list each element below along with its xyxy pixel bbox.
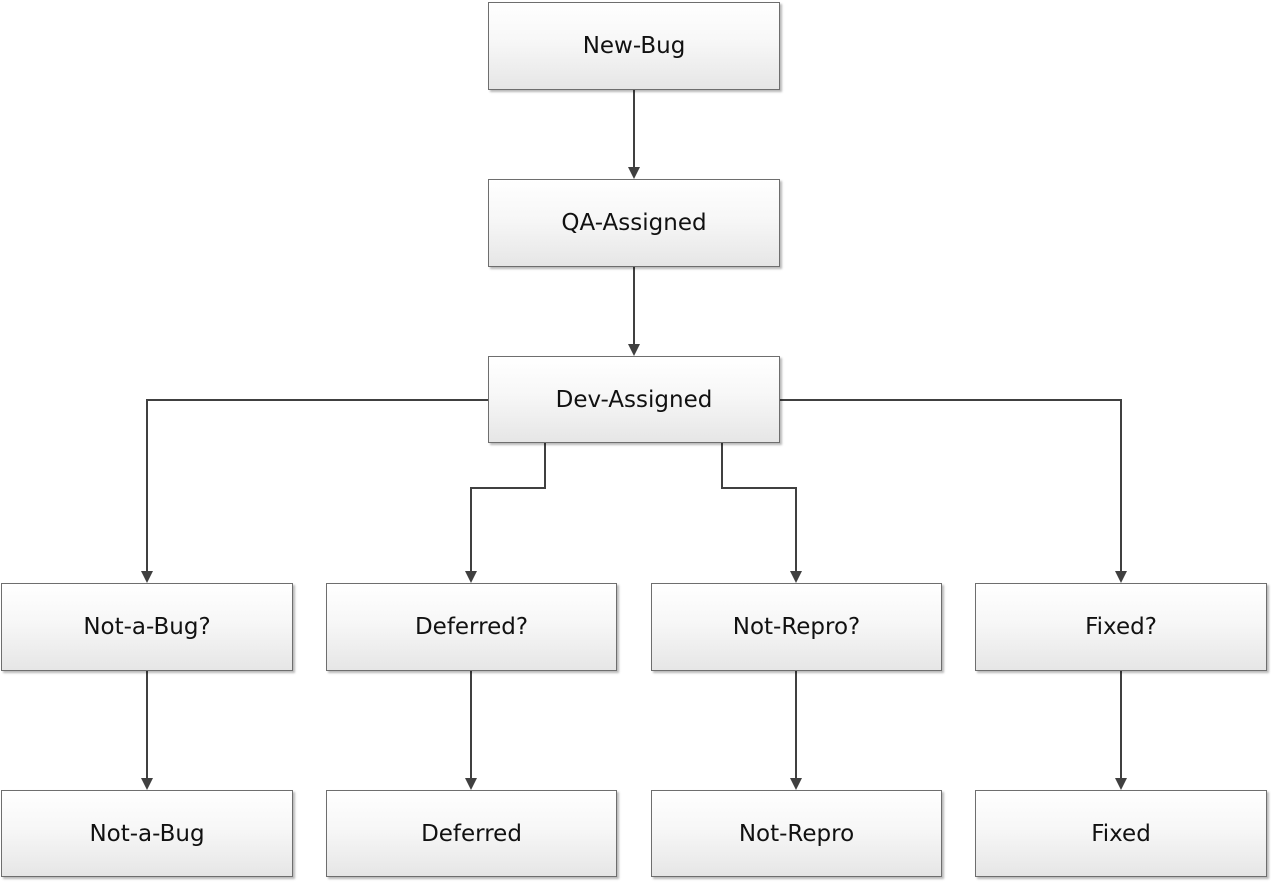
edge-qa-assigned-to-dev-assigned [628, 267, 640, 356]
connector-line [470, 443, 546, 573]
node-label: Not-a-Bug? [83, 614, 211, 640]
arrowhead [628, 344, 640, 356]
node-label: Dev-Assigned [555, 386, 713, 413]
node-label: Fixed? [1085, 614, 1157, 640]
node-label: Not-Repro? [732, 614, 861, 640]
node-label: Not-Repro [738, 820, 855, 847]
node-new-bug: New-Bug [488, 2, 780, 90]
node-qa-assigned: QA-Assigned [488, 179, 780, 267]
edge-dev-assigned-to-fixed-question [780, 399, 1127, 583]
connector-line [721, 443, 797, 573]
edge-new-bug-to-qa-assigned [628, 90, 640, 179]
arrowhead [1115, 571, 1127, 583]
edge-not-a-bug-question-to-not-a-bug [141, 671, 153, 790]
node-label: Not-a-Bug [89, 820, 205, 847]
arrowhead [790, 571, 802, 583]
node-fixed-question: Fixed? [975, 583, 1267, 671]
node-label: Deferred [421, 820, 522, 847]
node-deferred: Deferred [326, 790, 617, 877]
node-not-repro-question: Not-Repro? [651, 583, 942, 671]
node-not-a-bug: Not-a-Bug [1, 790, 293, 877]
edge-fixed-question-to-fixed [1115, 671, 1127, 790]
arrowhead [628, 167, 640, 179]
arrowhead [141, 571, 153, 583]
edge-dev-assigned-to-not-repro-question [721, 443, 802, 583]
arrowhead [1115, 778, 1127, 790]
edge-not-repro-question-to-not-repro [790, 671, 802, 790]
node-not-repro: Not-Repro [651, 790, 942, 877]
arrowhead [465, 571, 477, 583]
arrowhead [790, 778, 802, 790]
node-deferred-question: Deferred? [326, 583, 617, 671]
edge-deferred-question-to-deferred [465, 671, 477, 790]
arrowhead [141, 778, 153, 790]
arrowhead [465, 778, 477, 790]
node-label: Fixed [1091, 820, 1151, 847]
node-label: Deferred? [414, 614, 529, 640]
connector-line [780, 399, 1122, 573]
edge-dev-assigned-to-not-a-bug-question [141, 399, 488, 583]
edge-dev-assigned-to-deferred-question [465, 443, 546, 583]
connector-line [146, 399, 488, 573]
node-label: New-Bug [582, 33, 686, 59]
node-not-a-bug-question: Not-a-Bug? [1, 583, 293, 671]
node-fixed: Fixed [975, 790, 1267, 877]
node-label: QA-Assigned [561, 210, 707, 236]
node-dev-assigned: Dev-Assigned [488, 356, 780, 443]
